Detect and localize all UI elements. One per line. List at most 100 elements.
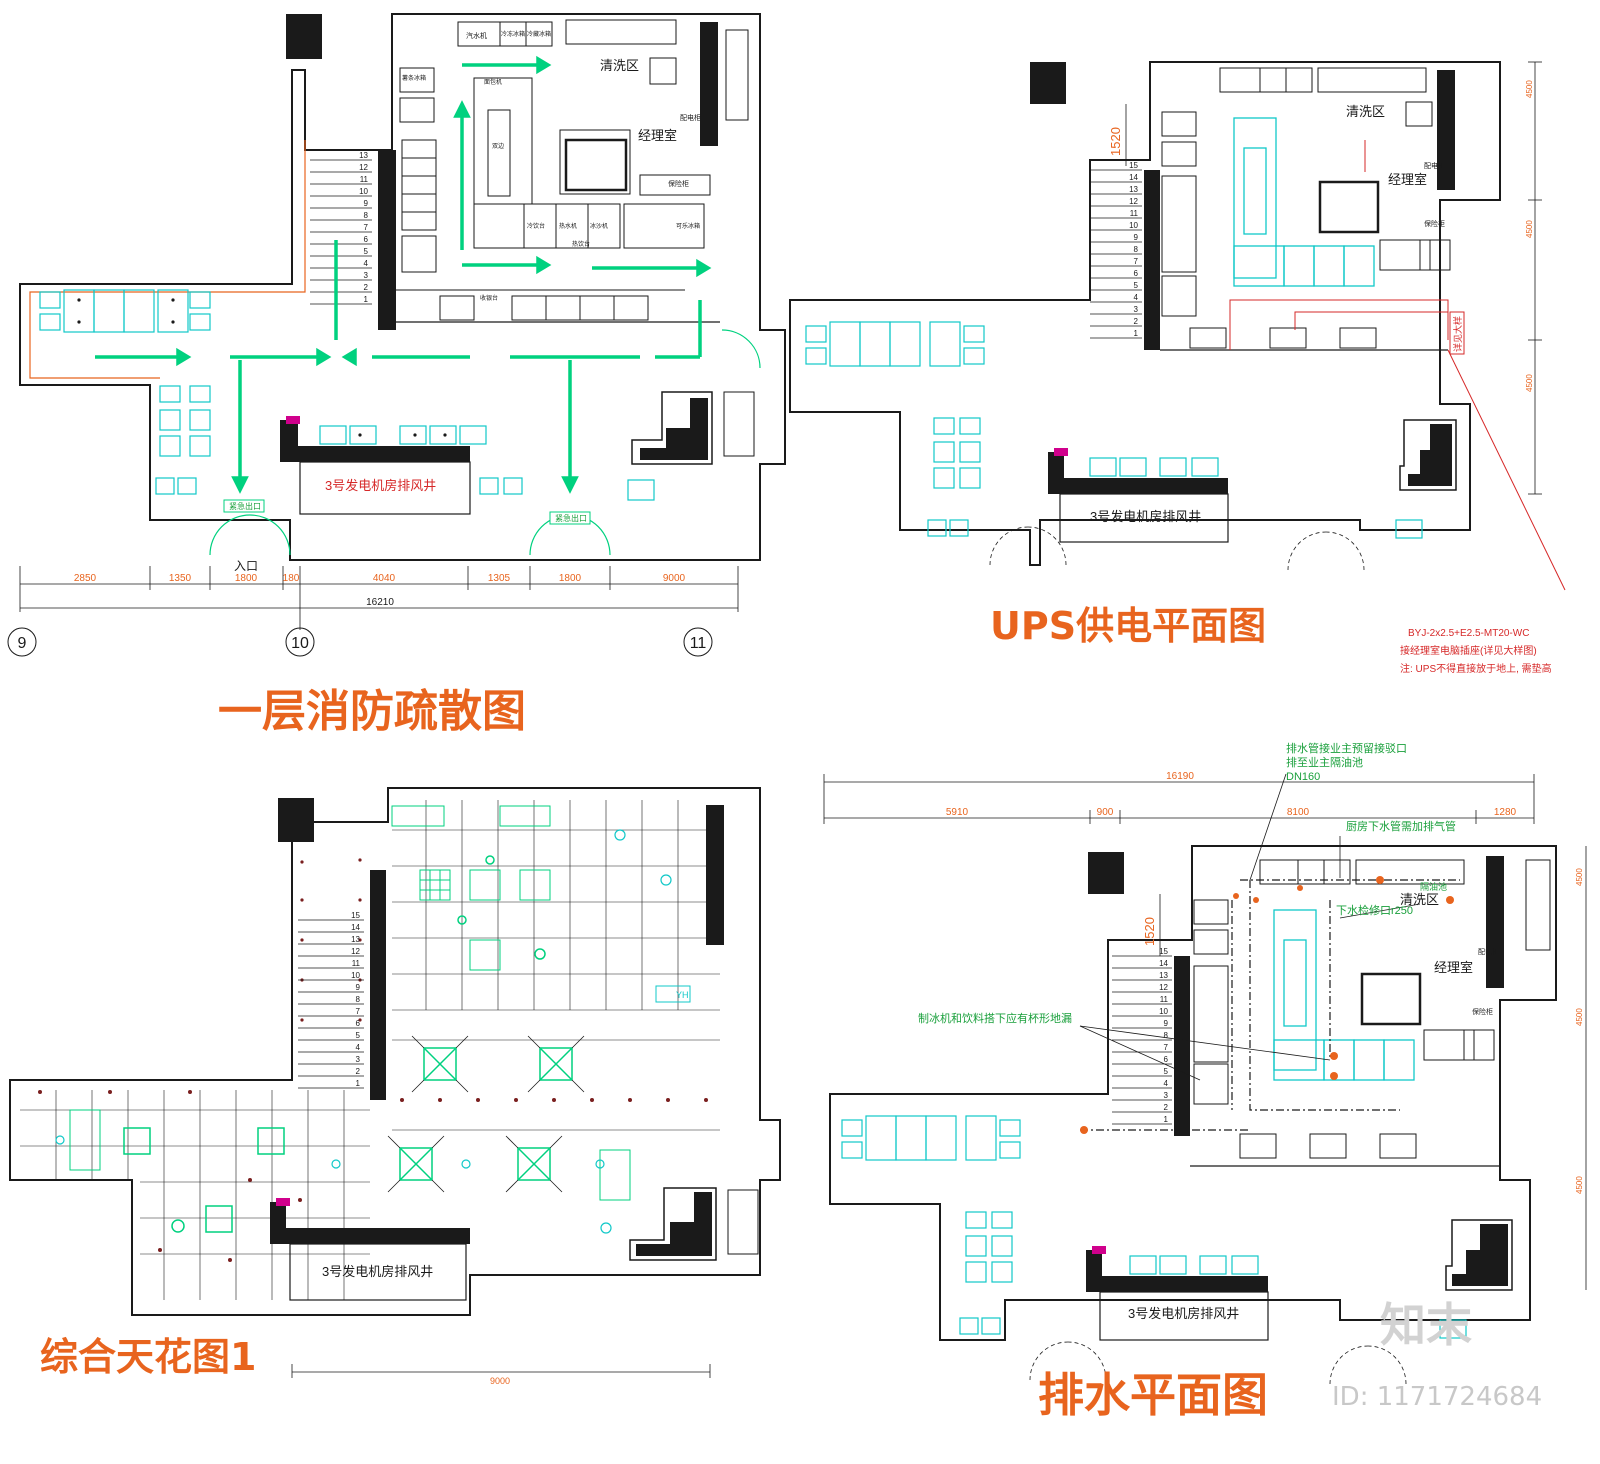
q1-label-shutiao: 薯条冰箱 [402, 74, 426, 82]
q2-stair-1: 1 [1134, 329, 1139, 338]
q3-label-exhaust: 3号发电机房排风井 [322, 1264, 433, 1279]
q2-dim-right-1: 4500 [1525, 80, 1534, 98]
q3-wall-thick [370, 870, 386, 1100]
q1-equip-row [399, 19, 749, 321]
q3-cyan-lights [55, 829, 672, 1234]
q2-labels: 清洗区 经理室 配电柜 保险柜 3号发电机房排风井 详见大样 [1090, 104, 1463, 524]
q4-title: 排水平面图 [1038, 1368, 1268, 1422]
q4-stair-12: 12 [1159, 983, 1168, 992]
q2-wall-right [1437, 70, 1455, 190]
q1-right-closet [723, 391, 755, 457]
q2-stair-12: 12 [1129, 197, 1138, 206]
q2-stair-6: 6 [1134, 269, 1139, 278]
q1-stairs [310, 159, 372, 305]
q3-corner-block [629, 1187, 717, 1261]
q1-dim-1800b: 1800 [559, 573, 582, 584]
q2-stair-2: 2 [1134, 317, 1139, 326]
q1-evacuation-plan: 13 12 11 10 9 8 7 6 5 4 3 2 1 [7, 13, 786, 657]
q1-corner-stair [640, 398, 708, 460]
q2-dim-right-3: 4500 [1525, 374, 1534, 392]
q4-stair-7: 7 [1164, 1043, 1169, 1052]
q4-label-baoxiangui: 保险柜 [1472, 1007, 1493, 1016]
q3-stair-5: 5 [356, 1031, 361, 1040]
q2-note-2: 接经理室电脑插座(详见大样图) [1400, 644, 1537, 657]
q1-dim-1350: 1350 [169, 573, 192, 584]
q3-magenta-mark [276, 1198, 290, 1206]
q4-seating [841, 1115, 1467, 1339]
q1-dims: 2850 1350 1800 180 4040 1305 1800 9000 1… [74, 573, 686, 608]
q1-wall-thick [378, 150, 396, 330]
q4-label-jinglishi: 经理室 [1434, 960, 1473, 975]
q4-stair-5: 5 [1164, 1067, 1169, 1076]
q4-dim-right-1: 4500 [1575, 868, 1584, 886]
q1-stair-8: 8 [364, 211, 369, 220]
q3-stair-3: 3 [356, 1055, 361, 1064]
q1-stair-12: 12 [359, 163, 368, 172]
q3-right-closet [727, 1189, 759, 1255]
q2-note-1: BYJ-2x2.5+E2.5-MT20-WC [1408, 628, 1529, 639]
q2-dim-lines [1125, 61, 1542, 495]
q1-axis-bubbles [7, 627, 713, 657]
q1-stair-numbers: 13 12 11 10 9 8 7 6 5 4 3 2 1 [359, 151, 368, 304]
q4-dim-5910: 5910 [946, 807, 969, 818]
watermark-id: ID: 1171724684 [1332, 1382, 1543, 1412]
q4-note-2: 排至业主隔油池 [1286, 755, 1363, 769]
q4-stair-13: 13 [1159, 971, 1168, 980]
q3-diffusers [123, 1047, 573, 1233]
q1-magenta-mark [286, 416, 300, 424]
q4-column [1088, 852, 1124, 894]
q4-stair-11: 11 [1160, 995, 1169, 1004]
q4-stair-2: 2 [1164, 1103, 1169, 1112]
q4-note-1: 排水管接业主预留接驳口 [1286, 741, 1407, 755]
q3-green-tiles [69, 805, 631, 1201]
q1-axis-11: 11 [690, 635, 707, 652]
q2-label-qingxiqu: 清洗区 [1346, 104, 1385, 119]
q2-column [1030, 62, 1066, 104]
q1-fryers [401, 139, 437, 231]
watermark-logo: 知末 [1380, 1298, 1472, 1352]
q2-seating [805, 321, 1423, 539]
q3-stair-7: 7 [356, 1007, 361, 1016]
q1-stair-1: 1 [364, 295, 369, 304]
q4-note-4: 厨房下水管需加排气管 [1346, 819, 1456, 833]
q4-labels: 清洗区 经理室 配电柜 保险柜 3号发电机房排风井 [1128, 892, 1499, 1321]
q1-stair-4: 4 [364, 259, 369, 268]
q2-stairs [1090, 169, 1142, 339]
q4-stair-3: 3 [1164, 1091, 1169, 1100]
q1-label-kele: 可乐冰箱 [676, 222, 700, 230]
q2-wall-thick [1144, 170, 1160, 350]
q1-wall-right [700, 22, 718, 146]
q2-dim-left: 1520 [1108, 127, 1123, 156]
q3-stair-10: 10 [351, 971, 360, 980]
q4-cook-station [1360, 972, 1422, 1026]
q1-label-peidiangui: 配电柜 [680, 113, 701, 122]
q4-notes: 排水管接业主预留接驳口 排至业主隔油池 DN160 厨房下水管需加排气管 隔油池… [918, 741, 1456, 1025]
q2-ups-wiring [1229, 140, 1566, 591]
q1-stair-9: 9 [364, 199, 369, 208]
q3-stair-14: 14 [351, 923, 360, 932]
q3-stair-15: 15 [351, 911, 360, 920]
q1-dim-1800a: 1800 [235, 573, 258, 584]
q3-corner-stair [636, 1192, 712, 1256]
q1-label-qishuiji: 汽水机 [466, 31, 487, 40]
q4-stair-6: 6 [1164, 1055, 1169, 1064]
q2-stair-4: 4 [1134, 293, 1139, 302]
q2-outline [789, 61, 1501, 566]
q4-cyan-equip [1273, 909, 1415, 1081]
q3-stair-13: 13 [351, 935, 360, 944]
q4-dim-8100: 8100 [1287, 807, 1310, 818]
q4-stair-10: 10 [1159, 1007, 1168, 1016]
q3-title: 综合天花图1 [40, 1335, 257, 1379]
q3-stairs [298, 919, 364, 1089]
q2-stair-14: 14 [1129, 173, 1138, 182]
q1-label-entrance: 入口 [234, 559, 258, 573]
q4-wall-right [1486, 856, 1504, 988]
q1-stair-13: 13 [359, 151, 368, 160]
q4-label-peidiangui: 配电柜 [1478, 947, 1499, 956]
q3-wall-right [706, 805, 724, 945]
q2-ups-tag-box [1449, 311, 1465, 355]
q4-magenta-mark [1092, 1246, 1106, 1254]
q2-magenta-mark [1054, 448, 1068, 456]
q1-stair-11: 11 [360, 175, 369, 184]
